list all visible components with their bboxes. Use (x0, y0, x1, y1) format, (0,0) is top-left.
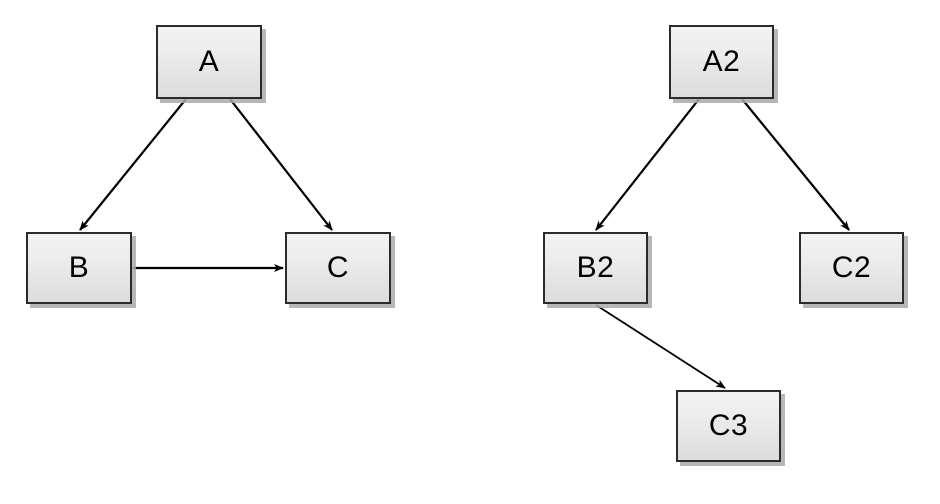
node-b2[interactable]: B2 (543, 232, 648, 304)
right-graph-edges (595, 98, 850, 389)
edge-a-to-b (79, 98, 187, 231)
edge-b2-to-c3 (595, 304, 726, 389)
node-c2-label: C2 (831, 251, 872, 284)
node-c3[interactable]: C3 (676, 390, 781, 462)
node-c2[interactable]: C2 (799, 232, 904, 304)
node-c[interactable]: C (285, 232, 391, 304)
left-graph-edges (79, 98, 333, 272)
node-b[interactable]: B (26, 232, 132, 304)
node-c3-label: C3 (708, 409, 749, 442)
node-a2-label: A2 (702, 45, 741, 78)
node-a-label: A (198, 45, 220, 78)
edge-a2-to-c2 (741, 98, 850, 231)
node-b-label: B (68, 251, 90, 284)
node-a[interactable]: A (156, 25, 262, 99)
edge-a2-to-b2 (595, 98, 700, 231)
node-a2[interactable]: A2 (669, 25, 774, 99)
edge-a-to-c (229, 98, 333, 231)
node-c-label: C (326, 251, 350, 284)
node-b2-label: B2 (576, 251, 615, 284)
